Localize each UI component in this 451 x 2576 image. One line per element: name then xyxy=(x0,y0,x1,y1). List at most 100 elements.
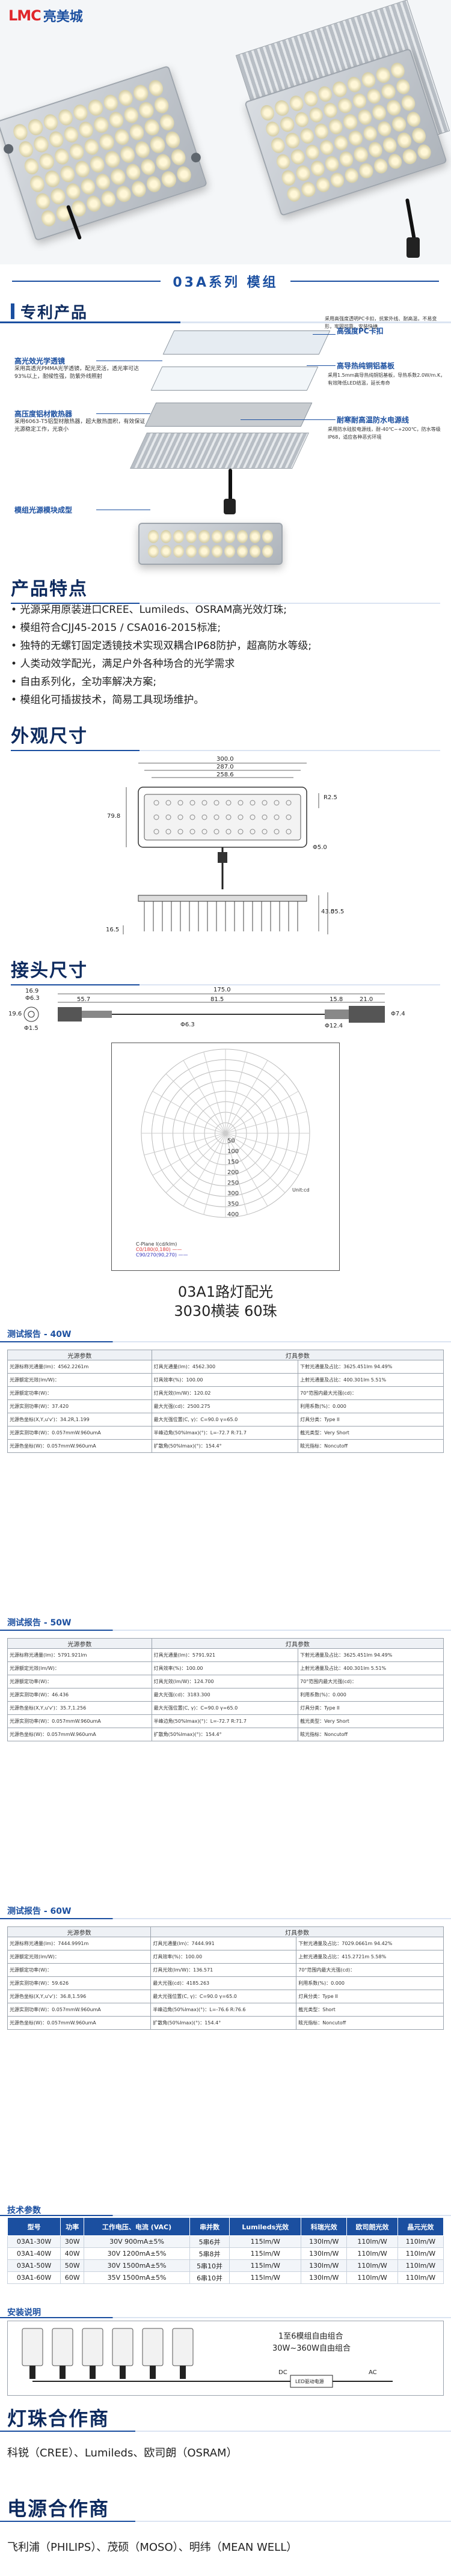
led-dot xyxy=(224,530,235,543)
mount-hole xyxy=(189,151,202,164)
polar-spoke xyxy=(144,1111,226,1134)
led-dot xyxy=(148,544,159,558)
dim-79: 79.8 xyxy=(107,813,121,820)
led-dot xyxy=(379,82,397,101)
led-dot xyxy=(133,139,152,160)
led-dot xyxy=(144,174,164,194)
led-dot xyxy=(263,119,282,139)
spec-header: 科瑞光效 xyxy=(301,2217,348,2236)
section-marker-icon xyxy=(11,303,14,319)
layer-pc-clip xyxy=(162,330,331,355)
led-dot xyxy=(56,107,75,127)
led-dot xyxy=(109,166,127,187)
led-dot xyxy=(198,544,210,558)
led-dot xyxy=(112,127,132,147)
test-report-title: 测试报告 - 60W xyxy=(7,1907,72,1916)
dim-phi63: Φ6.3 xyxy=(180,1022,195,1028)
led-dot xyxy=(249,530,260,543)
led-dot xyxy=(34,191,52,212)
feature-item: • 人类动效学配光，满足户外各种场合的光学需求 xyxy=(11,658,235,670)
led-dot xyxy=(262,544,273,558)
polar-ring-label: 50 xyxy=(227,1138,235,1145)
dim-16: 16.5 xyxy=(106,927,120,933)
series-title: 03A系列 模组 xyxy=(173,275,278,290)
led-dot xyxy=(386,151,404,171)
feature-item: • 自由系列化，全功率解决方案; xyxy=(11,676,157,688)
led-dot xyxy=(327,117,345,136)
desc-heatsink: 采用6063-T5铝型材散热器，超大散热面积，有效保证光源稳定工作，光衰小 xyxy=(14,419,146,433)
led-dot xyxy=(152,95,171,115)
led-dot xyxy=(71,102,90,123)
polar-spoke xyxy=(152,1133,226,1176)
led-dot xyxy=(174,164,194,184)
dim-196: 19.6 xyxy=(8,1011,22,1017)
connector-drawing: 16.9 Φ6.3 19.6 Φ1.5 175.0 55.7 81.5 15.8… xyxy=(0,985,451,1040)
polar-spoke xyxy=(183,1060,226,1134)
polar-ring-label: 350 xyxy=(227,1201,239,1208)
led-dot xyxy=(343,166,361,185)
dim-815: 81.5 xyxy=(210,996,224,1003)
led-dot xyxy=(148,530,159,543)
patent-exploded-view: 高强度PC卡扣 采用高强度透明PC卡扣，抗紫外线、耐高温，不易变形，牢固可靠，安… xyxy=(0,316,451,571)
led-dot xyxy=(316,84,334,103)
dim-175: 175.0 xyxy=(213,987,231,993)
led-dot xyxy=(280,168,298,187)
led-dot xyxy=(332,133,350,153)
spec-header: 工作电压、电流 (VAC) xyxy=(84,2217,190,2236)
led-dot xyxy=(346,129,364,148)
polar-ring-label: 400 xyxy=(227,1211,239,1218)
led-dot xyxy=(211,544,222,558)
spec-title: 技术参数 xyxy=(7,2206,41,2215)
desc-cable: 采用防水硅胶电源线，耐-40℃~+200℃，防水等级IP68，适应各种恶劣环境 xyxy=(328,427,441,440)
led-dot xyxy=(390,114,408,133)
led-dot xyxy=(410,126,428,145)
spec-header: 型号 xyxy=(7,2217,61,2236)
hero-banner: LMC 亮美城 xyxy=(0,0,451,264)
logo-text: 亮美城 xyxy=(43,10,83,25)
appearance-title: 外观尺寸 xyxy=(11,721,440,751)
polar-spoke xyxy=(165,1133,226,1193)
dim-phi15: Φ1.5 xyxy=(24,1025,38,1032)
led-dot xyxy=(52,147,72,167)
led-dot xyxy=(103,149,122,169)
polar-spoke xyxy=(225,1091,299,1134)
led-dot xyxy=(143,117,162,138)
label-pc-clip: 高强度PC卡扣 xyxy=(337,327,384,335)
led-dot xyxy=(17,139,35,160)
led-dot xyxy=(278,115,296,134)
led-dot xyxy=(127,122,147,142)
polar-ring-label: 100 xyxy=(227,1148,239,1155)
led-dot xyxy=(28,174,47,194)
led-grid xyxy=(11,78,194,228)
led-dot xyxy=(186,530,197,543)
led-dot xyxy=(385,98,403,117)
polar-spoke xyxy=(183,1133,226,1207)
led-dot xyxy=(293,110,311,129)
led-dot xyxy=(122,105,141,126)
led-dot xyxy=(361,124,379,143)
led-dot xyxy=(137,100,156,121)
assembled-module xyxy=(138,523,283,565)
combo-line-1: 1至6模组自由组合 xyxy=(278,2332,343,2341)
logo-mark: LMC xyxy=(8,7,41,24)
led-dot xyxy=(148,135,167,155)
spec-header: 串并数 xyxy=(189,2217,230,2236)
dim-158: 15.8 xyxy=(330,996,343,1003)
led-dot xyxy=(285,184,303,204)
led-dot xyxy=(249,544,260,558)
led-dot xyxy=(323,154,341,173)
connector-svg xyxy=(23,993,385,1023)
led-dot xyxy=(198,530,210,543)
dim-phi6: Φ6.3 xyxy=(25,995,40,1002)
polar-spoke xyxy=(225,1060,268,1134)
appearance-drawing: 300.0 287.0 258.6 79.8 R2.5 Φ5.0 43.0 55… xyxy=(0,751,451,949)
led-dot xyxy=(88,154,107,174)
module-image-front xyxy=(0,65,208,242)
led-dot xyxy=(336,96,354,115)
led-dot xyxy=(47,129,66,150)
led-dot xyxy=(161,530,172,543)
power-partner-text: 飞利浦（PHILIPS）、茂硕（MOSO）、明纬（MEAN WELL） xyxy=(7,2541,298,2554)
